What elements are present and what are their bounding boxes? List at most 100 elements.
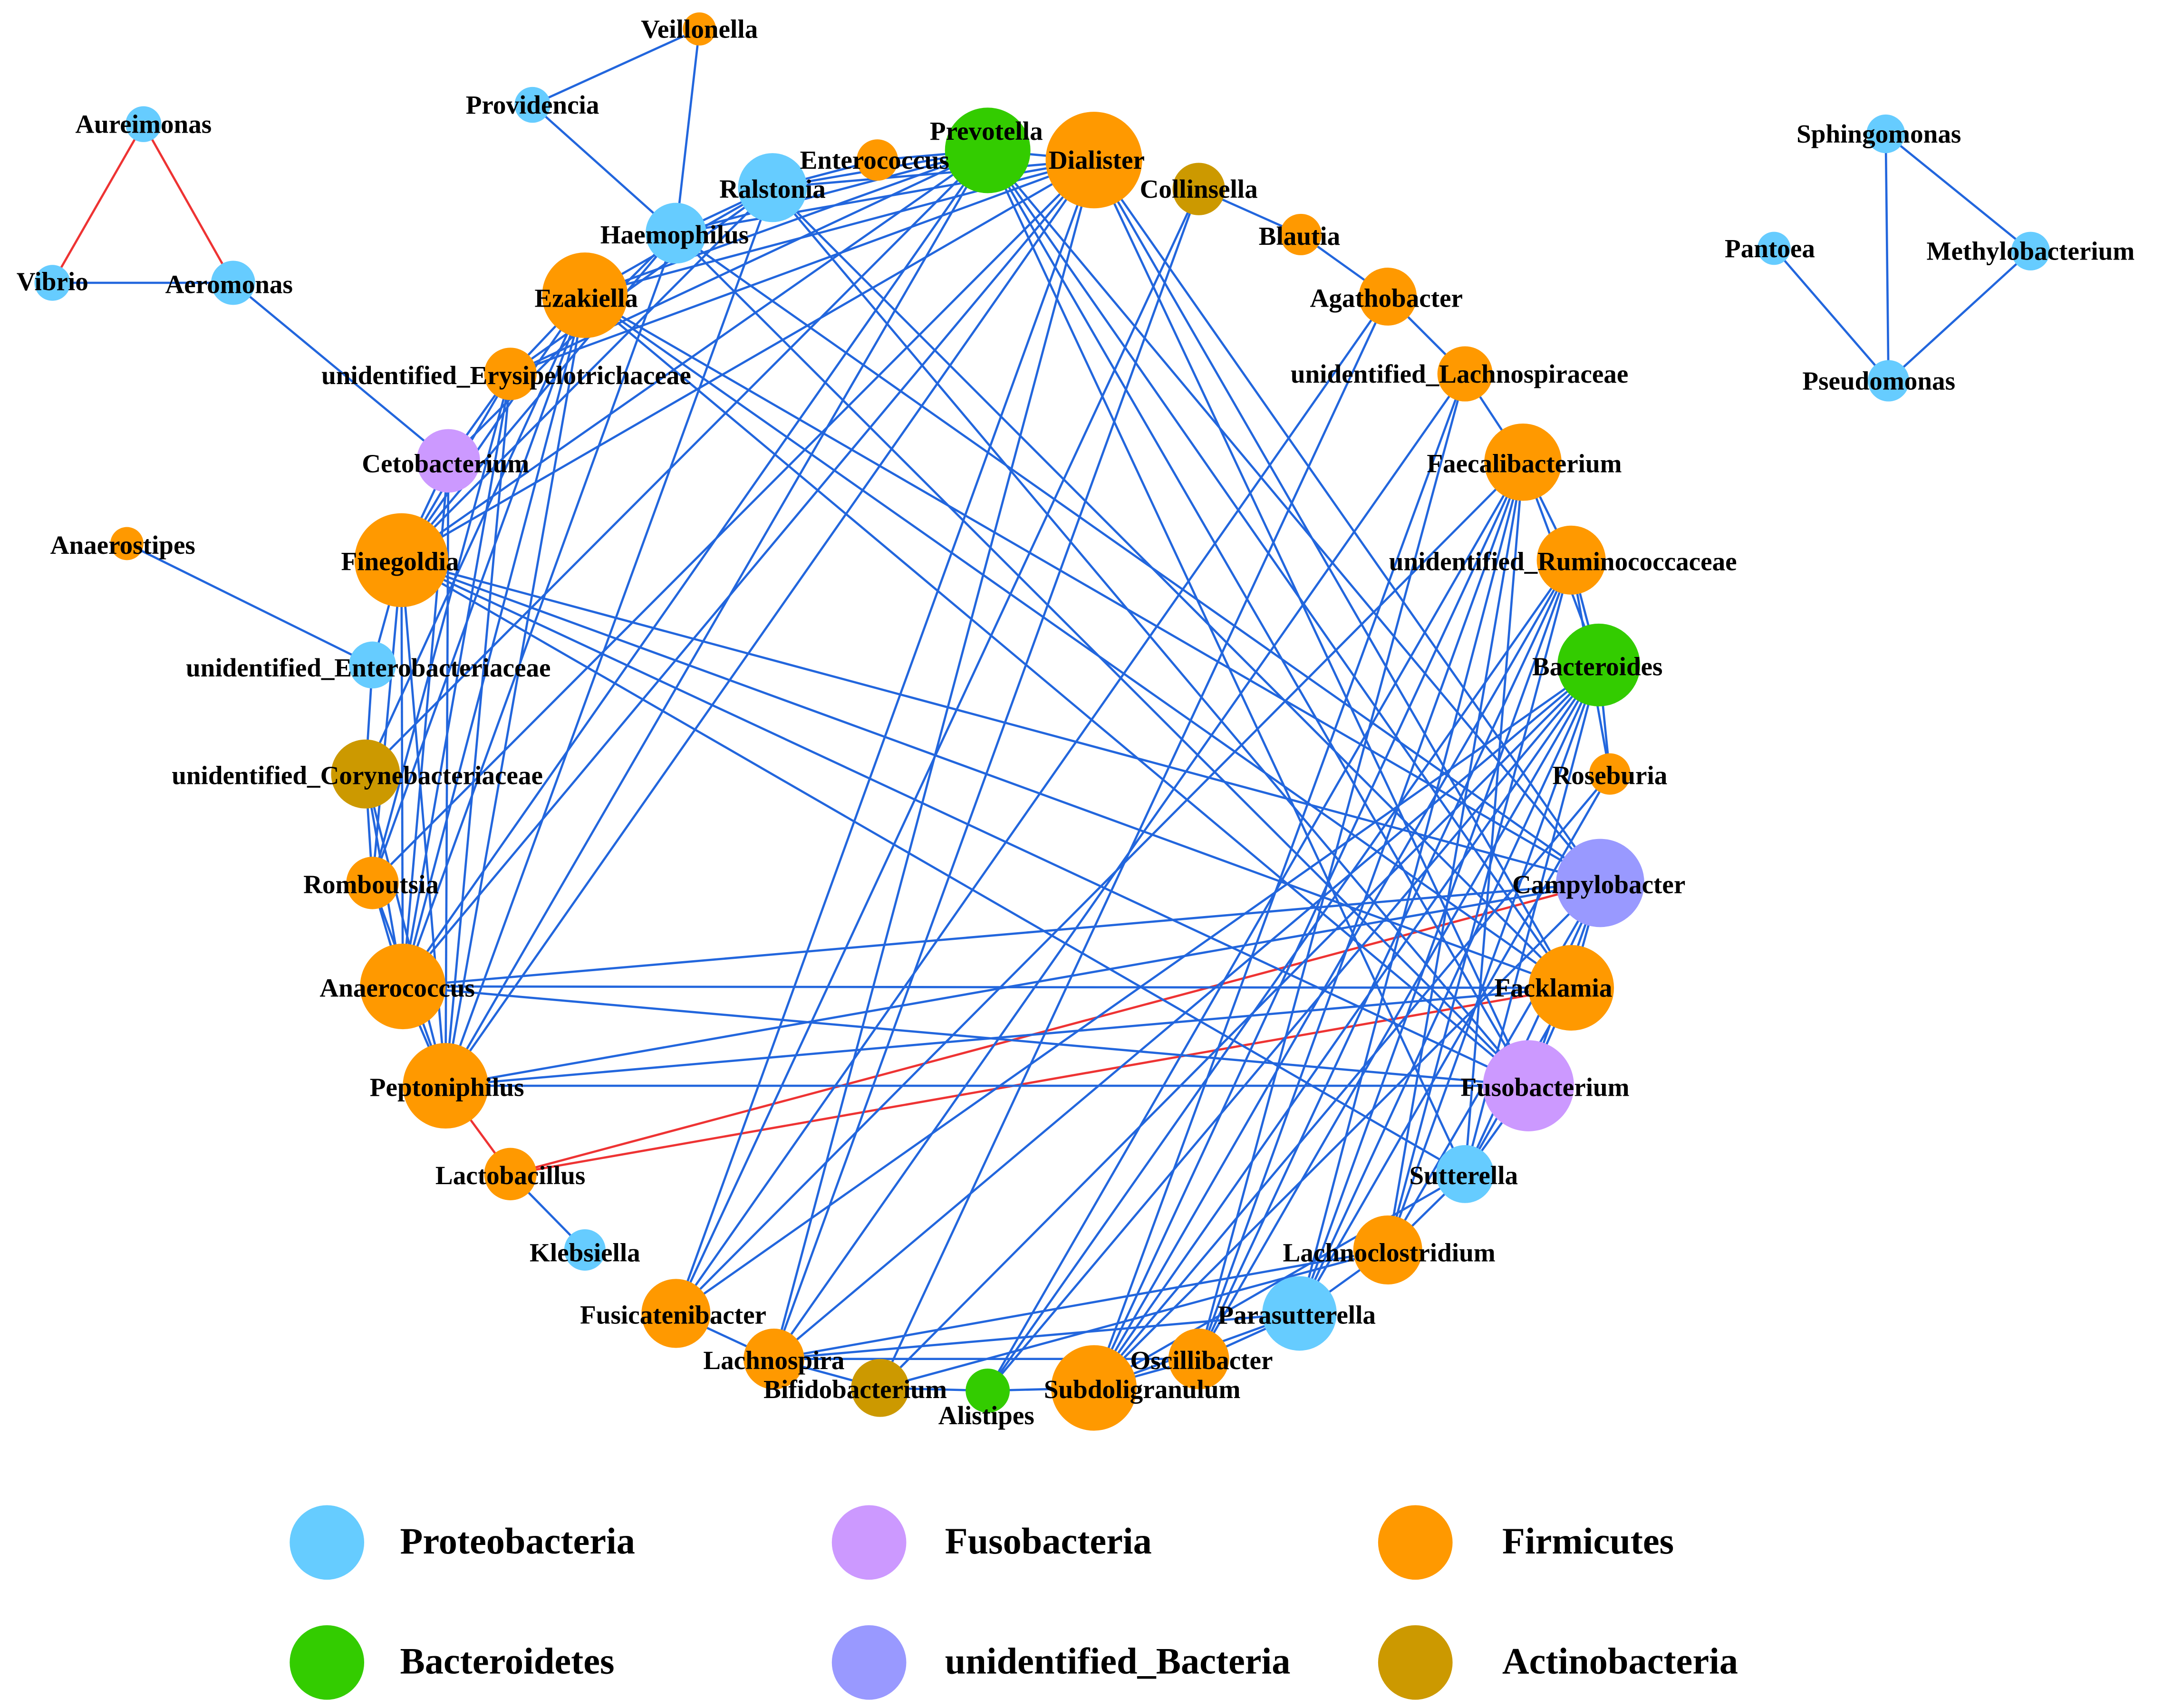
node-enterococcus (857, 139, 898, 181)
edge-positive (402, 150, 989, 987)
edge-positive (403, 985, 1529, 1087)
edge-positive (402, 374, 512, 987)
edge-positive (986, 559, 1573, 1391)
node-facklamia (1528, 945, 1614, 1031)
node-label: Anaerococcus (319, 974, 475, 1003)
node-label: Roseburia (1552, 761, 1667, 790)
legend-label: Fusobacteria (945, 1520, 1152, 1562)
node-label: Dialister (1049, 145, 1145, 174)
edge-positive (1885, 133, 2031, 252)
node-faecalibacterium (1484, 423, 1562, 501)
node-label: Pseudomonas (1802, 367, 1955, 396)
node-dialister (1045, 112, 1142, 209)
node-haemophilus (646, 203, 706, 264)
node-label: Subdoligranulum (1044, 1375, 1241, 1404)
node-blautia (1280, 213, 1322, 255)
node-vibrio (34, 265, 70, 301)
node-pantoea (1757, 232, 1791, 265)
node-label: Ezakiella (535, 283, 638, 312)
edge-positive (400, 294, 586, 561)
node-label: unidentified_Corynebacteriaceae (172, 761, 543, 790)
node-label: Finegoldia (341, 547, 459, 576)
edge-positive (371, 373, 512, 884)
legend-swatch (831, 1505, 907, 1580)
node-label: Cetobacterium (362, 449, 529, 478)
edge-positive (675, 461, 1524, 1314)
edge-positive (986, 664, 1600, 1391)
edge-positive (444, 159, 1095, 1087)
node-label: Methylobacterium (1927, 237, 2135, 266)
edge-positive (400, 187, 773, 561)
node-label: Oscillibacter (1130, 1346, 1273, 1375)
edge-positive (584, 294, 1572, 989)
node-bifidobacterium (851, 1359, 909, 1417)
node-veillonella (683, 12, 716, 46)
edge-positive (1093, 560, 1573, 1389)
edge-positive (444, 374, 512, 1086)
node-label: Facklamia (1494, 974, 1612, 1003)
edge-positive (1197, 664, 1600, 1360)
edge-positive (773, 1249, 1388, 1361)
node-label: Faecalibacterium (1427, 449, 1622, 478)
legend-label: Bacteroidetes (400, 1640, 615, 1681)
node-label: Lachnoclostridium (1283, 1238, 1496, 1267)
edge-positive (773, 664, 1600, 1360)
edge-positive (371, 159, 1095, 884)
node-label: Parasutterella (1217, 1300, 1376, 1329)
node-alistipes (966, 1369, 1010, 1413)
node-aeromonas (211, 261, 255, 305)
node-unidentified-lachnospiraceae (1437, 346, 1493, 402)
edge-positive (879, 664, 1600, 1389)
node-label: Vibrio (17, 267, 88, 296)
node-subdoligranulum (1051, 1345, 1137, 1431)
edge-positive (232, 282, 449, 462)
node-methylobacterium (2011, 232, 2050, 270)
edge-positive (1773, 247, 1890, 382)
edge-positive (1092, 373, 1466, 1389)
node-unidentified-corynebacteriaceae (331, 739, 400, 809)
node-label: Bifidobacterium (763, 1375, 947, 1404)
node-label: Collinsella (1140, 174, 1258, 203)
edge-positive (1093, 159, 1530, 1087)
node-label: Bacteroides (1532, 652, 1663, 681)
edge-positive (126, 542, 373, 666)
node-anaerostipes (110, 527, 144, 560)
edge-positive (444, 150, 989, 1087)
edge-positive (510, 186, 773, 375)
legend-swatch (831, 1625, 907, 1700)
legend-swatch (1378, 1505, 1453, 1580)
node-oscillibacter (1168, 1328, 1229, 1390)
edge-positive (1093, 664, 1600, 1389)
edge-positive (675, 188, 1200, 1314)
node-agathobacter (1359, 268, 1417, 326)
edge-positive (531, 104, 677, 234)
node-label: Prevotella (930, 116, 1043, 145)
node-aureimonas (126, 106, 162, 142)
node-unidentified-erysipelotrichaceae (484, 347, 537, 400)
node-unidentified-enterobacteriaceae (349, 641, 396, 689)
node-collinsella (1172, 163, 1225, 215)
edges-layer (51, 28, 2031, 1392)
edge-positive (371, 560, 403, 883)
node-parasutterella (1262, 1276, 1337, 1351)
node-label: Alistipes (938, 1401, 1034, 1430)
edge-positive (401, 159, 1095, 561)
node-pseudomonas (1868, 360, 1910, 402)
edge-positive (401, 559, 1466, 1175)
node-label: unidentified_Erysipelotrichaceae (321, 361, 691, 390)
edge-positive (510, 159, 1094, 375)
edge-positive (986, 462, 1524, 1391)
node-label: Ralstonia (719, 174, 826, 203)
edge-positive (444, 295, 586, 1086)
edge-positive (1093, 462, 1524, 1389)
legend-label: unidentified_Bacteria (945, 1640, 1291, 1681)
node-label: Sphingomonas (1796, 119, 1961, 148)
legend-swatch (290, 1505, 365, 1580)
edge-positive (772, 159, 1094, 189)
node-label: Haemophilus (600, 220, 749, 249)
edge-positive (584, 294, 1529, 1087)
node-label: Sutterella (1409, 1161, 1518, 1190)
legend-swatch (290, 1625, 365, 1700)
edge-positive (1298, 560, 1573, 1314)
